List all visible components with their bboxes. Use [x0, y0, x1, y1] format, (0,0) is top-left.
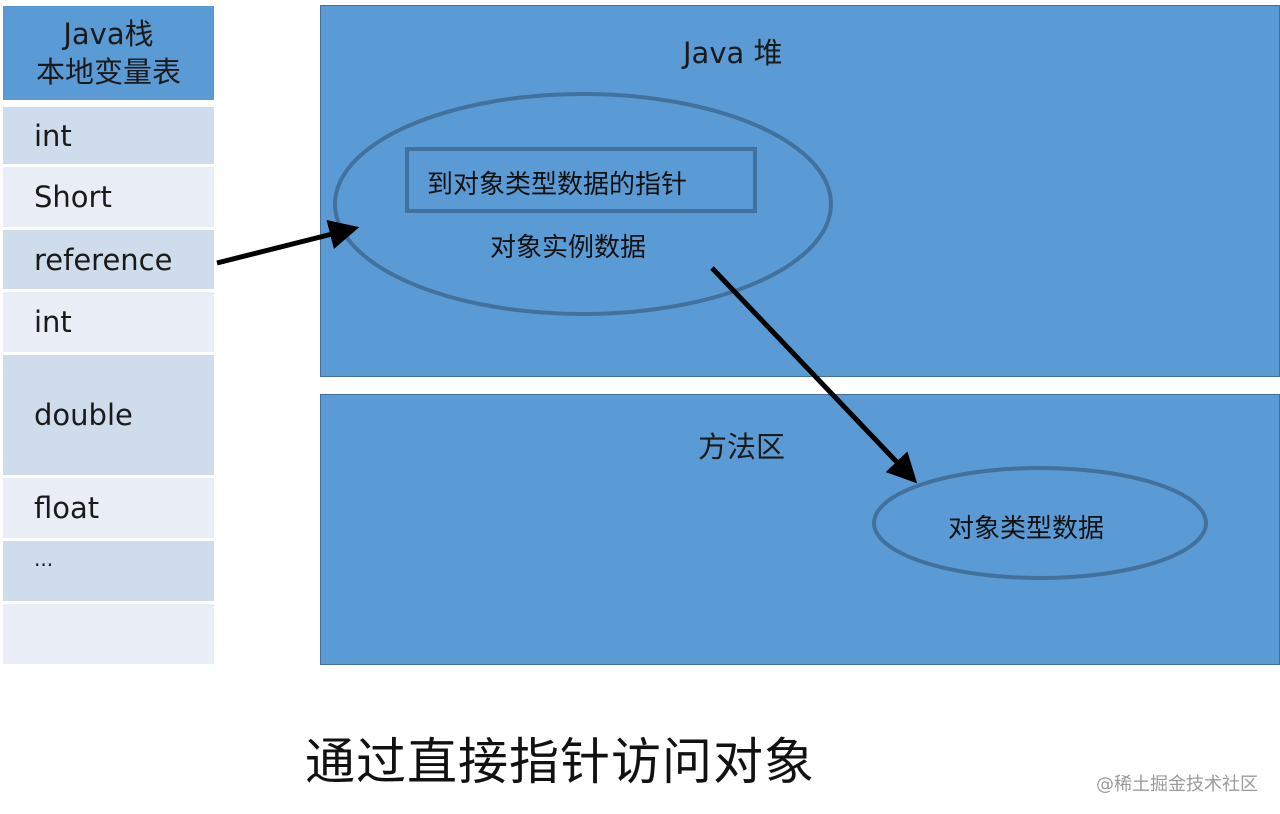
stack-slot-float: float — [3, 478, 214, 538]
type-data-label: 对象类型数据 — [948, 514, 1105, 544]
slot-label: reference — [34, 242, 173, 277]
method-area-title: 方法区 — [698, 430, 786, 464]
slot-label: ... — [34, 547, 54, 571]
stack-slot-ellipsis: ... — [3, 541, 214, 601]
object-type-oval — [872, 466, 1208, 580]
stack-slot-empty — [3, 604, 214, 664]
slot-label: float — [34, 491, 100, 525]
watermark: @稀土掘金技术社区 — [1096, 774, 1258, 795]
stack-slot-double: double — [3, 355, 214, 475]
slot-label: int — [34, 305, 72, 339]
reference-arrow — [216, 219, 360, 266]
stack-slot-int: int — [3, 107, 214, 164]
slot-label: Short — [34, 180, 112, 214]
diagram-caption: 通过直接指针访问对象 — [305, 733, 815, 791]
stack-subtitle: 本地变量表 — [35, 55, 181, 89]
stack-header: Java栈 本地变量表 — [3, 6, 214, 100]
pointer-box — [405, 147, 757, 213]
java-stack-local-variable-table: Java栈 本地变量表 — [3, 6, 214, 100]
slot-label: double — [34, 398, 133, 432]
stack-slot-reference: reference — [3, 230, 214, 289]
instance-data-label: 对象实例数据 — [490, 233, 647, 263]
pointer-box-label: 到对象类型数据的指针 — [427, 170, 688, 200]
type-pointer-arrow — [710, 266, 918, 484]
stack-slot-int-2: int — [3, 292, 214, 352]
slot-label: int — [34, 118, 72, 153]
stack-title: Java栈 — [63, 17, 154, 51]
heap-title: Java 堆 — [683, 36, 783, 70]
stack-slot-short: Short — [3, 167, 214, 227]
